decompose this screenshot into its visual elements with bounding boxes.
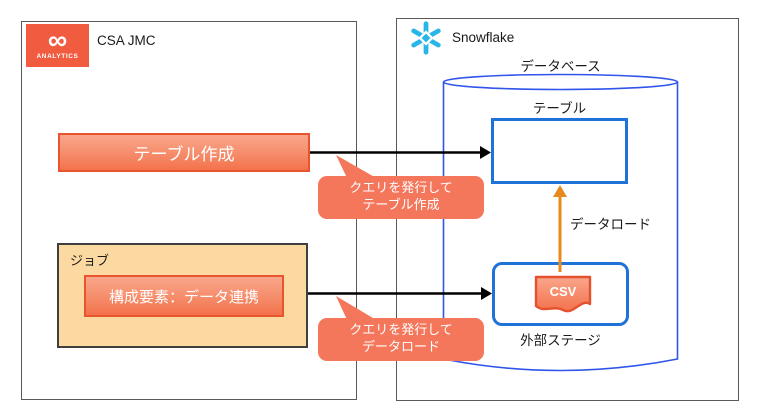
snowflake-logo-icon <box>411 21 441 55</box>
callout-data-load: クエリを発行して データロード <box>318 318 484 361</box>
snowflake-title: Snowflake <box>452 30 515 45</box>
csv-label: CSV <box>550 284 577 299</box>
callout-load-line2: データロード <box>361 338 440 354</box>
create-table-step: テーブル作成 <box>58 133 310 172</box>
data-linkage-component-step: 構成要素：データ連携 <box>84 275 284 317</box>
external-stage-label: 外部ステージ <box>520 333 601 348</box>
callout-create-line1: クエリを発行して <box>349 180 453 195</box>
csa-jmc-title: CSA JMC <box>97 33 156 48</box>
table-shape <box>491 118 628 184</box>
csv-file-icon: CSV <box>534 275 592 313</box>
callout-create-line2: テーブル作成 <box>362 196 440 212</box>
external-stage-shape: CSV <box>492 262 629 326</box>
callout-load-line1: クエリを発行して <box>349 322 453 337</box>
job-group-label: ジョブ <box>70 253 110 268</box>
csa-analytics-logo-icon: ∞ ANALYTICS <box>26 24 89 67</box>
table-label: テーブル <box>532 101 587 116</box>
callout-create-table: クエリを発行して テーブル作成 <box>318 176 484 219</box>
job-group-box: ジョブ 構成要素：データ連携 <box>57 243 308 348</box>
data-load-label: データロード <box>570 217 651 232</box>
csa-infinity-mark-icon: ∞ <box>47 24 68 55</box>
csa-logo-word: ANALYTICS <box>36 52 79 60</box>
database-label: データベース <box>520 59 601 74</box>
